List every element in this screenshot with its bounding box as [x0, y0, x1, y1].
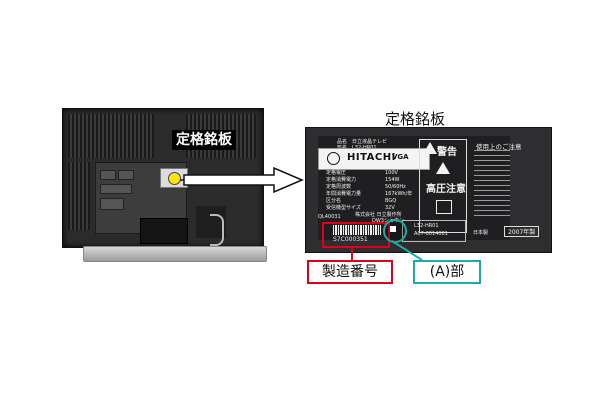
vga-mark: VGA [392, 153, 409, 161]
high-voltage-caution: 高圧注意 [426, 184, 466, 195]
spec-value: 50/60Hz [385, 184, 406, 190]
tv-port [118, 170, 134, 180]
rating-plate-marker-dot [168, 172, 181, 185]
manufacture-year: 2007年製 [504, 226, 540, 237]
tv-port [100, 170, 116, 180]
product-name: 日立液晶テレビ [352, 139, 388, 145]
product-name-label: 品名 [337, 139, 348, 145]
small-plate-model: L32-HR01 [414, 223, 439, 229]
serial-number: S7C000351 [333, 236, 368, 243]
tv-port [100, 184, 132, 194]
a-part-callout: (A)部 [413, 260, 481, 284]
spec-label: 受信機型サイズ [326, 205, 361, 211]
spec-value: 100V [385, 170, 398, 176]
spec-label: 定格周波数 [326, 184, 352, 190]
left-plate-tag: 定格銘板 [172, 130, 236, 150]
tv-vent-left [68, 114, 154, 158]
spec-label: 区分名 [326, 198, 342, 204]
usage-notes-text-block [474, 150, 510, 220]
tv-stand-mount [140, 218, 188, 244]
callout-arrow-icon [180, 167, 304, 194]
warning-triangle-icon [436, 162, 450, 174]
small-plate-code: A07-0014001 [414, 231, 448, 237]
maker-name: 株式会社 日立製作所 [355, 212, 402, 218]
tv-vent-side [68, 162, 90, 230]
plate-code-left: QL40031 [318, 214, 341, 220]
usage-notes-title: 使用上のご注意 [476, 143, 522, 151]
spec-label: 定格消費電力 [326, 177, 357, 183]
serial-number-callout: 製造番号 [307, 260, 393, 284]
tv-stand [83, 246, 267, 262]
spec-value: BGQ [385, 198, 397, 204]
tv-cable [210, 214, 224, 246]
plate-title: 定格銘板 [385, 110, 446, 128]
a-part-marker [390, 226, 396, 232]
tv-port [100, 198, 124, 210]
hitachi-logo-icon [327, 152, 340, 165]
spec-value: 32V [385, 205, 395, 211]
spec-label: 定格電圧 [326, 170, 347, 176]
spec-value: 167kWh/年 [385, 191, 413, 197]
spec-label: 年間消費電力量 [326, 191, 362, 197]
no-disassembly-icon [436, 200, 452, 214]
callout-leader-lines [351, 240, 423, 261]
barcode [333, 225, 381, 235]
brand-box [318, 148, 430, 170]
warning-triangle-icon [423, 142, 437, 154]
warning-box [419, 139, 467, 233]
origin-label: 日本製 [473, 230, 489, 236]
spec-value: 154W [385, 177, 400, 183]
tv-neck [196, 206, 226, 238]
brand-name: HITACHI [347, 152, 396, 163]
warning-label: 警告 [437, 147, 457, 158]
